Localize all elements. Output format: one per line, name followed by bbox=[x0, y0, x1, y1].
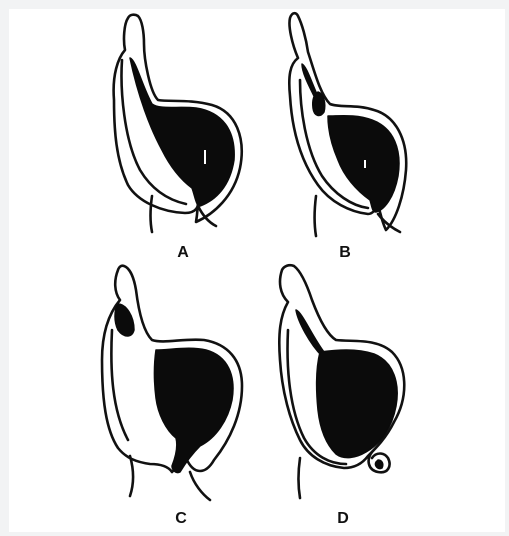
stomach-diagram-b bbox=[289, 13, 406, 236]
diagram-b-speck bbox=[364, 160, 366, 168]
figure-label-d: D bbox=[328, 510, 358, 528]
diagram-d-barium bbox=[317, 350, 397, 458]
figure-label-c: C bbox=[166, 510, 196, 528]
stomach-diagram-c bbox=[102, 266, 242, 500]
stomach-diagram-a bbox=[114, 15, 242, 232]
figure-label-a: A bbox=[168, 244, 198, 262]
diagram-a-speck bbox=[204, 150, 206, 164]
diagram-a-stalk bbox=[151, 196, 153, 232]
diagram-c-stalk bbox=[130, 456, 133, 496]
diagram-b-stalk bbox=[315, 196, 317, 236]
figure-label-b: B bbox=[330, 244, 360, 262]
diagram-c-duodenum bbox=[190, 472, 210, 500]
diagram-d-stalk bbox=[299, 458, 301, 498]
diagram-d-loop-fill bbox=[375, 460, 382, 469]
stomach-diagram-d bbox=[279, 265, 404, 498]
